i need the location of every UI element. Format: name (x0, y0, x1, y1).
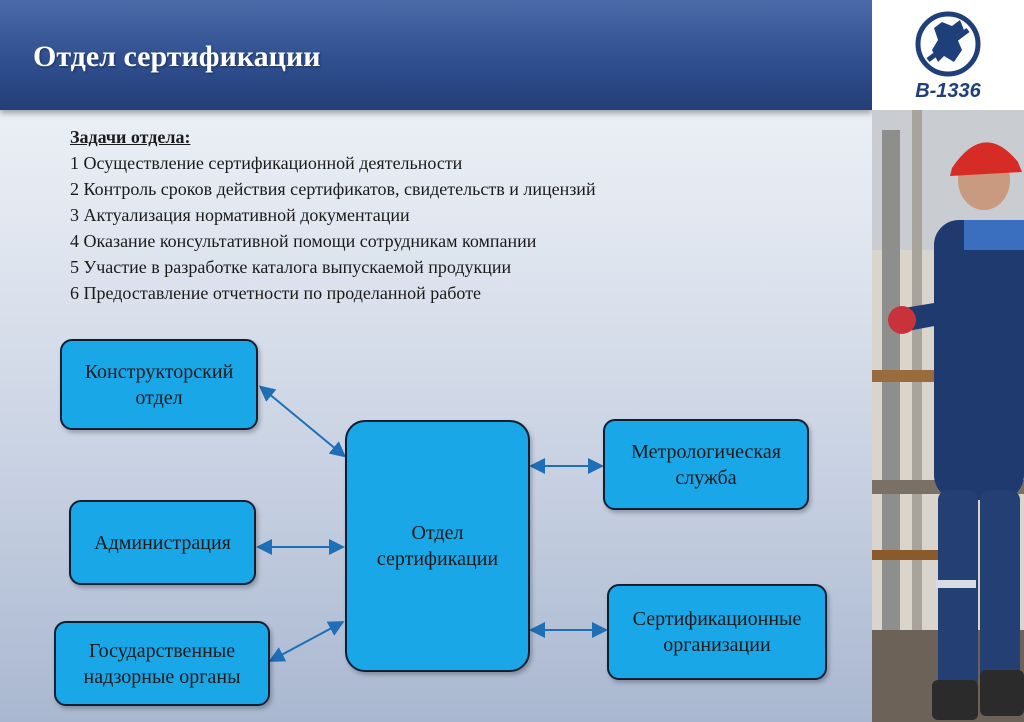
node-label: надзорные органы (83, 664, 240, 690)
node-label: Сертификационные (633, 606, 802, 632)
node-label: служба (631, 465, 781, 491)
node-certification-dept: Отдел сертификации (345, 420, 530, 672)
node-administration: Администрация (69, 500, 256, 585)
node-label: Отдел (377, 520, 498, 546)
node-label: организации (633, 632, 802, 658)
node-label: Метрологическая (631, 439, 781, 465)
worker-photo (872, 110, 1024, 722)
company-logo: В-1336 (872, 0, 1024, 110)
node-label: Администрация (94, 530, 231, 556)
node-label: сертификации (377, 546, 498, 572)
arrow-design-dept (262, 388, 343, 455)
node-cert-organizations: Сертификационные организации (607, 584, 827, 680)
node-label: отдел (85, 385, 234, 411)
node-label: Конструкторский (85, 359, 234, 385)
node-supervisory-bodies: Государственные надзорные органы (54, 621, 270, 706)
node-label: Государственные (83, 638, 240, 664)
node-metrology: Метрологическая служба (603, 419, 809, 510)
logo-panel: В-1336 (872, 0, 1024, 110)
arrow-supervisory-bodies (272, 623, 341, 660)
node-design-dept: Конструкторский отдел (60, 339, 258, 430)
logo-text: В-1336 (915, 80, 981, 102)
